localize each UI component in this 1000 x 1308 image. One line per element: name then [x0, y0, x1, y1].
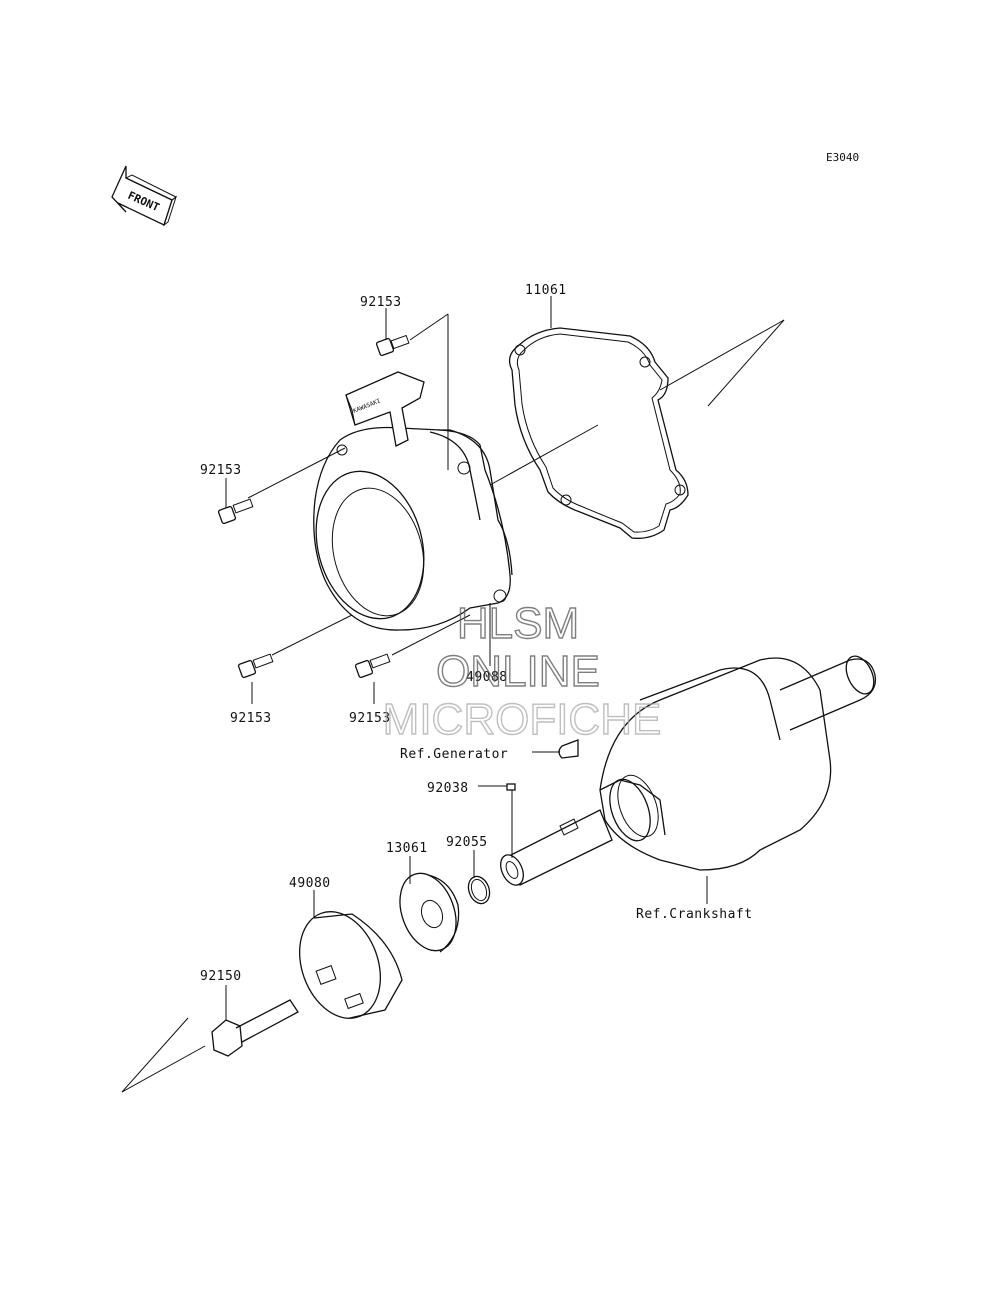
label-92150: 92150 [200, 969, 242, 984]
label-ref-crankshaft: Ref.Crankshaft [636, 907, 753, 922]
bolt-92153-top [375, 334, 410, 357]
key-92038 [506, 783, 516, 791]
label-13061: 13061 [386, 841, 428, 856]
watermark-line1: HLSM [457, 599, 579, 648]
bolt-92153-left [217, 498, 254, 525]
o-ring-92055 [467, 875, 491, 905]
label-49080: 49080 [289, 876, 331, 891]
diagram-code: E3040 [826, 151, 859, 164]
label-ref-generator: Ref.Generator [400, 747, 508, 762]
front-arrow-icon: FRONT [111, 165, 177, 227]
label-92055: 92055 [446, 835, 488, 850]
crankshaft [500, 655, 877, 886]
watermark-line3: MICROFICHE [383, 695, 662, 744]
recoil-starter-49088: KAWASAKI [313, 371, 513, 631]
watermark: HLSM ONLINE MICROFICHE [382, 598, 662, 744]
label-92038: 92038 [427, 781, 469, 796]
label-11061: 11061 [525, 283, 567, 298]
label-92153-left: 92153 [200, 463, 242, 478]
pulley-49080 [298, 911, 403, 1019]
flange-13061 [399, 872, 460, 953]
gasket-11061 [508, 327, 689, 539]
label-92153-bottom-left: 92153 [230, 711, 272, 726]
label-92153-bottom-center: 92153 [349, 711, 391, 726]
woodruff-key [558, 739, 579, 759]
watermark-line2: ONLINE [436, 647, 600, 696]
bolt-92153-bottom-center [354, 653, 391, 679]
label-92153-top: 92153 [360, 295, 402, 310]
bolt-92150 [211, 999, 299, 1057]
bolt-92153-bottom-left [237, 653, 274, 679]
leader-lines [225, 296, 708, 1020]
label-49088: 49088 [466, 670, 508, 685]
